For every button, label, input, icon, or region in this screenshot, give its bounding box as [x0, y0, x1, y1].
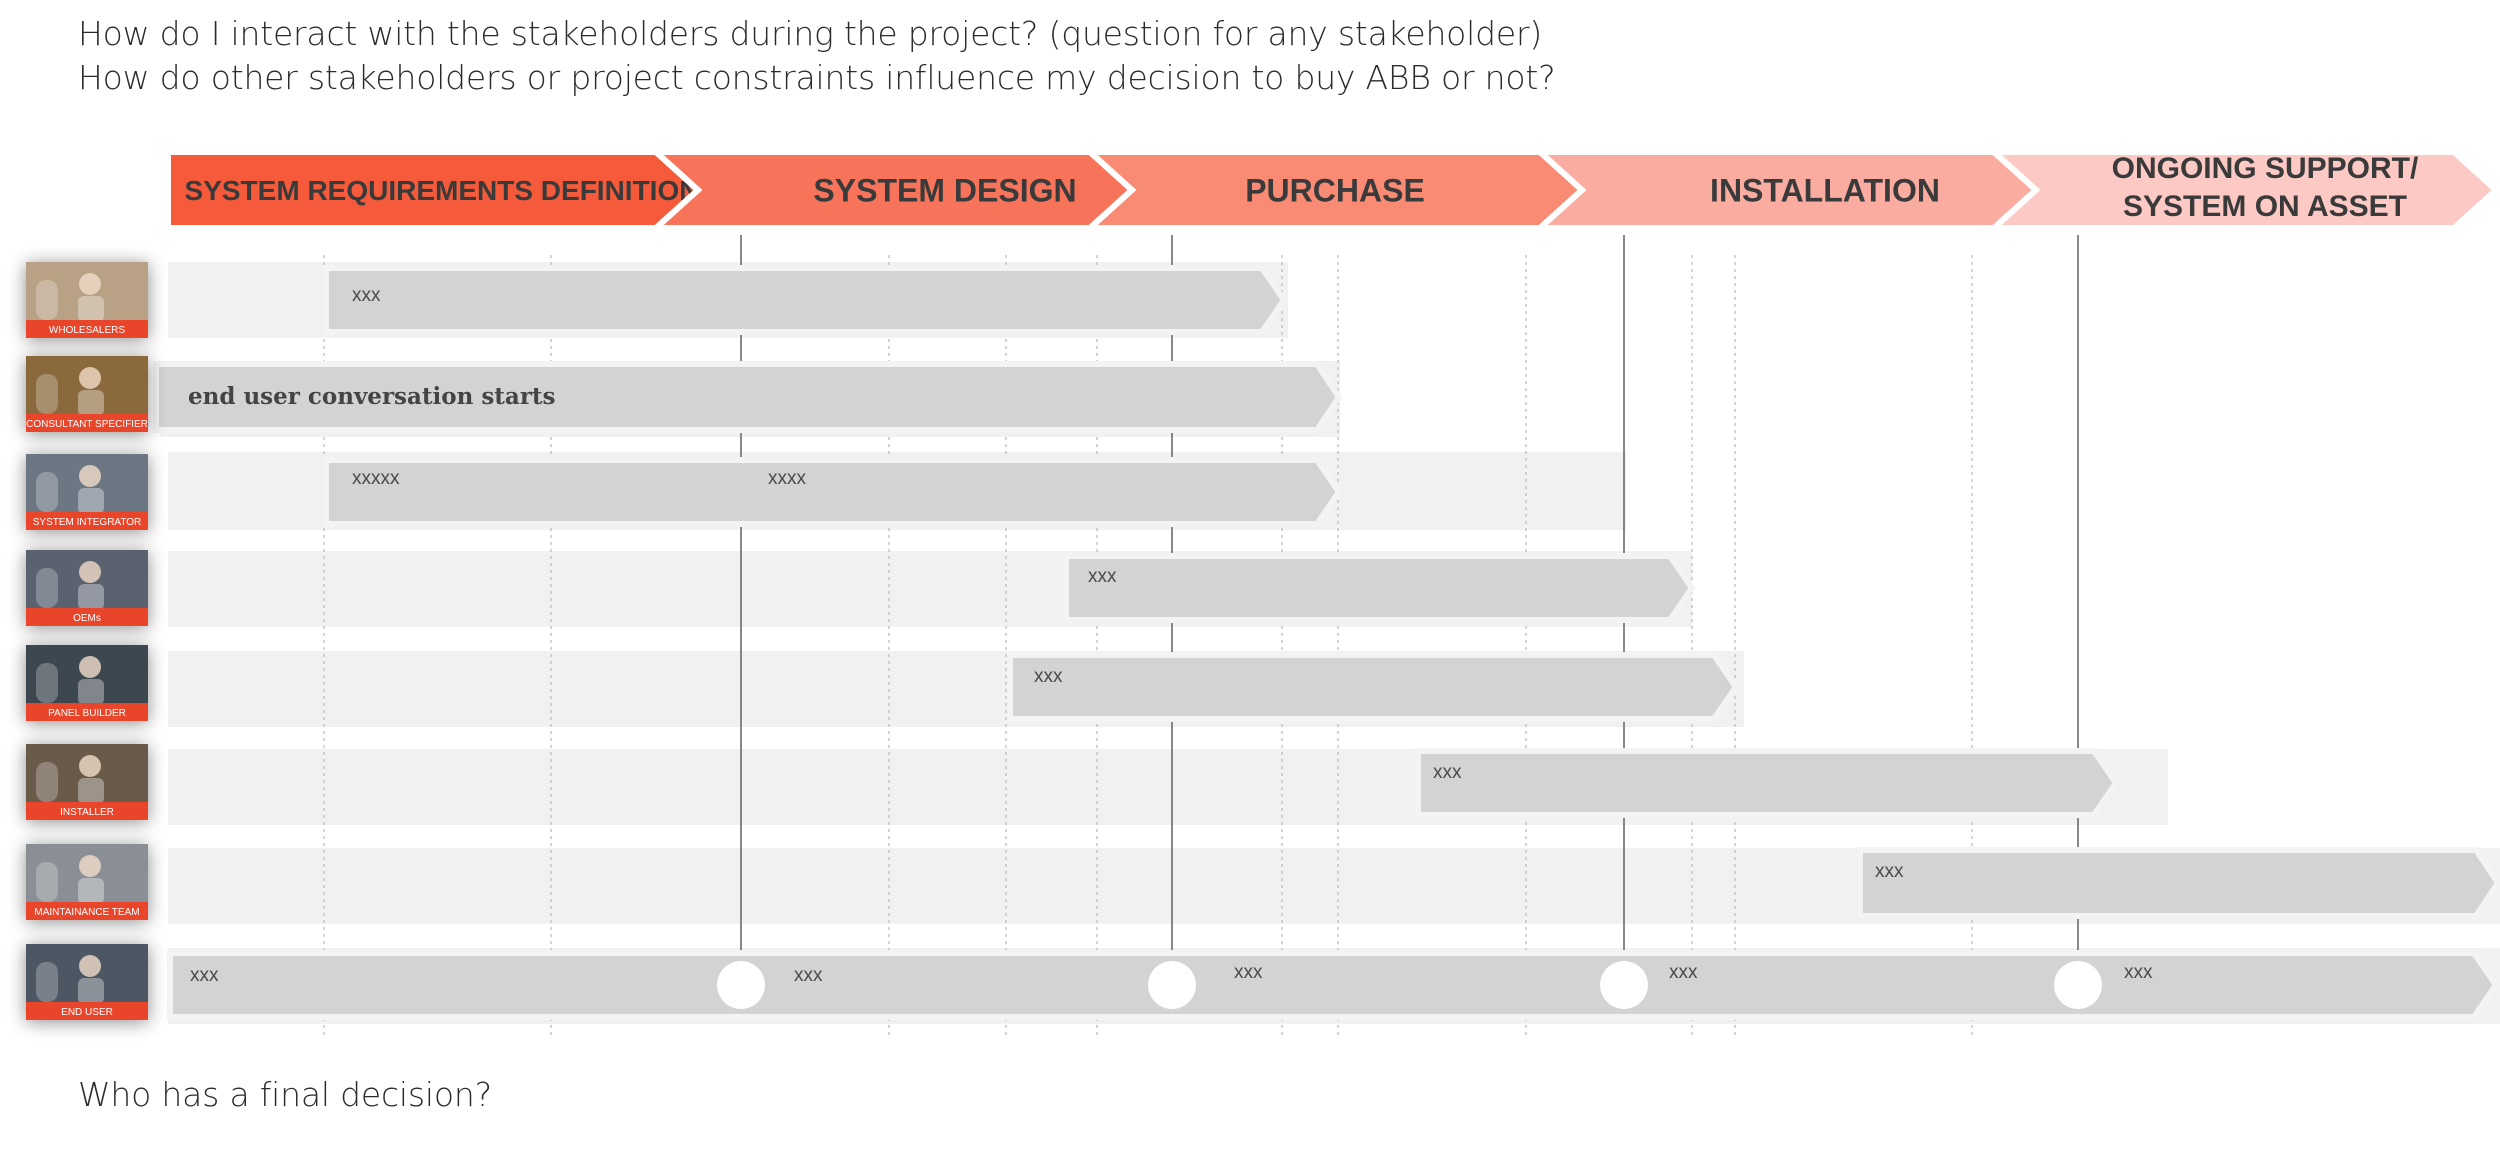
bar-label: xxxxx — [352, 468, 400, 489]
person-head-icon — [79, 656, 101, 678]
question-influence: How do other stakeholders or project con… — [78, 58, 1556, 97]
phase-label: SYSTEM ON ASSET — [2123, 190, 2407, 223]
card-caption-band — [26, 608, 148, 626]
person-body-icon — [78, 878, 104, 904]
bar-label: xxx — [2124, 962, 2153, 983]
person-head-icon — [79, 367, 101, 389]
stakeholder-name: MAINTAINANCE TEAM — [34, 907, 139, 918]
stakeholder-name: WHOLESALERS — [49, 325, 125, 336]
bar-label: xxx — [1433, 762, 1462, 783]
person-head-icon — [79, 561, 101, 583]
activity-bar — [323, 265, 1288, 335]
milestone-circle — [1148, 961, 1196, 1009]
phase-label: ONGOING SUPPORT/ — [2112, 152, 2419, 185]
stakeholder-card: CONSULTANT SPECIFIER — [26, 356, 148, 432]
milestone-circle — [1600, 961, 1648, 1009]
milestone-circle — [717, 961, 765, 1009]
card-caption-band — [26, 1002, 148, 1020]
person-head-icon — [79, 273, 101, 295]
person-head-icon — [79, 855, 101, 877]
phase-chevron-3: PURCHASE — [1082, 149, 1587, 231]
card-caption-band — [26, 802, 148, 820]
stakeholder-card: END USER — [26, 944, 148, 1020]
bar-label: xxx — [1669, 962, 1698, 983]
activity-bar — [1007, 652, 1740, 722]
bar-label: xxx — [1875, 861, 1904, 882]
phase-label: SYSTEM REQUIREMENTS DEFINITION — [185, 175, 700, 206]
card-caption-band — [26, 414, 148, 432]
stakeholder-card: PANEL BUILDER — [26, 645, 148, 721]
person-body-icon — [78, 978, 104, 1004]
phase-chevron-4: INSTALLATION — [1532, 149, 2041, 231]
bar-label: xxx — [190, 965, 219, 986]
stakeholder-card: INSTALLER — [26, 744, 148, 820]
person-body-icon — [78, 488, 104, 514]
person-silhouette-icon — [36, 762, 58, 802]
phase-chevron-2: SYSTEM DESIGN — [648, 149, 1137, 231]
stakeholder-card: MAINTAINANCE TEAM — [26, 844, 148, 920]
bar-label: xxx — [1034, 666, 1063, 687]
stakeholder-card: SYSTEM INTEGRATOR — [26, 454, 148, 530]
phase-chevron-1: SYSTEM REQUIREMENTS DEFINITION — [165, 149, 703, 231]
activity-bar — [1415, 748, 2120, 818]
question-interaction: How do I interact with the stakeholders … — [78, 14, 1543, 53]
person-head-icon — [79, 755, 101, 777]
stakeholder-card: OEMs — [26, 550, 148, 626]
bar-label: xxx — [794, 965, 823, 986]
bar-label: xxxx — [768, 468, 807, 489]
card-caption-band — [26, 902, 148, 920]
person-silhouette-icon — [36, 663, 58, 703]
person-head-icon — [79, 955, 101, 977]
person-body-icon — [78, 296, 104, 322]
stakeholder-name: INSTALLER — [60, 807, 114, 818]
phase-label: INSTALLATION — [1710, 173, 1940, 209]
bar-label: end user conversation starts — [188, 383, 556, 410]
bar-label: xxx — [1234, 962, 1263, 983]
question-final-decision: Who has a final decision? — [78, 1075, 492, 1114]
stakeholder-card: WHOLESALERS — [26, 262, 148, 338]
stakeholder-name: PANEL BUILDER — [48, 708, 126, 719]
person-body-icon — [78, 679, 104, 705]
person-silhouette-icon — [36, 862, 58, 902]
person-silhouette-icon — [36, 472, 58, 512]
activity-bar — [153, 361, 1343, 433]
bar-label: xxx — [1088, 566, 1117, 587]
person-silhouette-icon — [36, 374, 58, 414]
card-caption-band — [26, 320, 148, 338]
person-silhouette-icon — [36, 962, 58, 1002]
person-body-icon — [78, 584, 104, 610]
person-silhouette-icon — [36, 568, 58, 608]
milestone-circle — [2054, 961, 2102, 1009]
stakeholder-name: OEMs — [73, 613, 101, 624]
phase-chevron-5: ONGOING SUPPORT/SYSTEM ON ASSET — [1986, 149, 2500, 231]
card-caption-band — [26, 512, 148, 530]
card-caption-band — [26, 703, 148, 721]
person-silhouette-icon — [36, 280, 58, 320]
stakeholder-name: CONSULTANT SPECIFIER — [26, 419, 148, 430]
stakeholder-name: SYSTEM INTEGRATOR — [33, 517, 142, 528]
person-body-icon — [78, 778, 104, 804]
person-body-icon — [78, 390, 104, 416]
person-head-icon — [79, 465, 101, 487]
phase-label: SYSTEM DESIGN — [813, 173, 1076, 209]
phase-shape — [1986, 149, 2500, 231]
bar-label: xxx — [352, 285, 381, 306]
activity-bar — [323, 457, 1343, 527]
stakeholder-name: END USER — [61, 1007, 113, 1018]
phase-label: PURCHASE — [1245, 173, 1425, 209]
activity-bar — [1857, 847, 2500, 919]
activity-bar — [1063, 553, 1696, 623]
